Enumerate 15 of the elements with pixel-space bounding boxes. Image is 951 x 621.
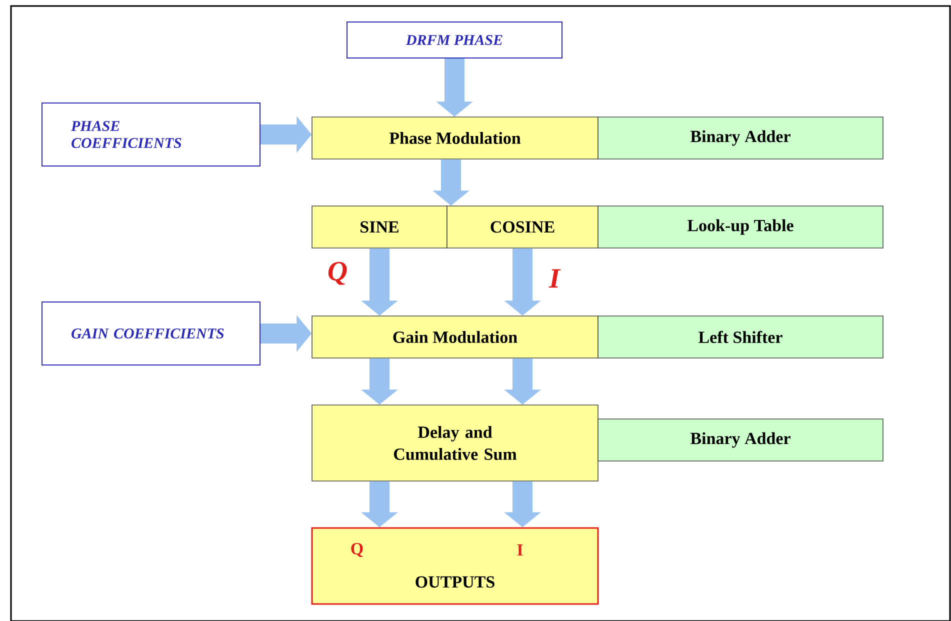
function-box: Binary Adder (598, 418, 884, 462)
function-box: Binary Adder (598, 116, 884, 160)
input-box: DRFM PHASE (346, 22, 562, 58)
edge-label: Q (326, 260, 349, 286)
edge-label: I (548, 268, 561, 289)
process-box: Phase Modulation (312, 116, 598, 160)
process-box: SINE (312, 206, 448, 248)
process-box: COSINE (446, 206, 598, 248)
function-box: Look-up Table (598, 206, 884, 248)
process-box: Delay and Cumulative Sum (312, 404, 598, 482)
input-box: PHASE COEFFICIENTS (42, 102, 260, 166)
output-box: Q I OUTPUTS (311, 527, 599, 605)
process-box: Gain Modulation (312, 316, 598, 358)
function-box: Left Shifter (598, 316, 884, 358)
input-box: GAIN COEFFICIENTS (42, 302, 260, 366)
